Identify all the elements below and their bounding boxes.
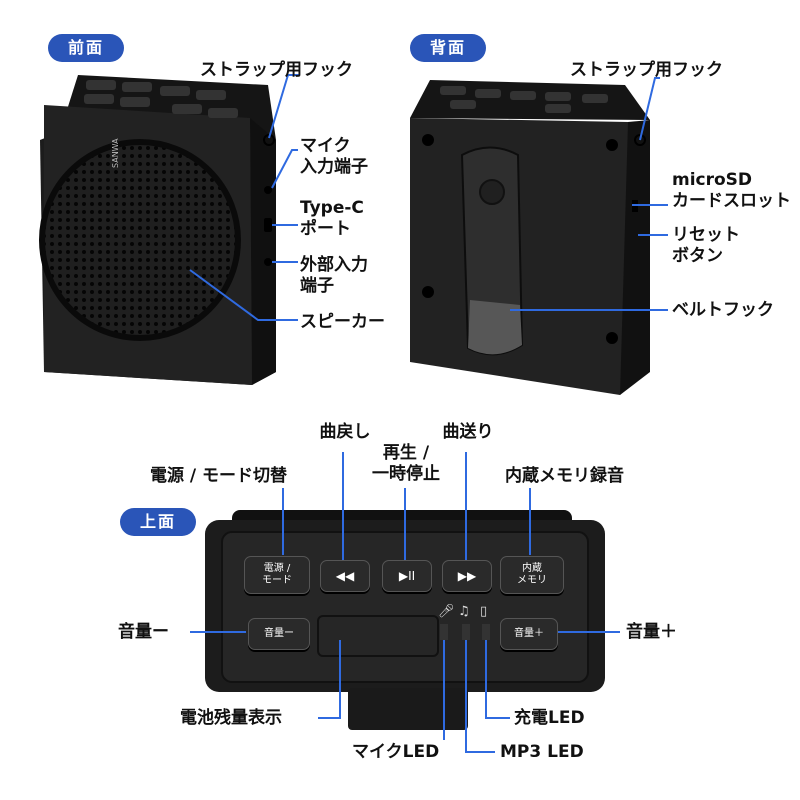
mic-icon: 🎤︎ (438, 604, 455, 619)
play-pause-label: 再生 / 一時停止 (372, 443, 440, 484)
play-pause-button[interactable]: ▶II (382, 560, 432, 592)
music-note-icon: ♫ (458, 604, 470, 619)
battery-icon: ▯ (480, 604, 488, 619)
microsd-slot-label: microSD カードスロット (672, 170, 791, 211)
top-view-badge: 上面 (120, 508, 196, 536)
charge-led-label: 充電LED (514, 708, 585, 728)
back-view-badge: 背面 (410, 34, 486, 62)
vol-down-button[interactable]: 音量ー (248, 618, 310, 650)
back-strap-hook-label: ストラップ用フック (570, 60, 723, 80)
internal-rec-label: 内蔵メモリ録音 (505, 466, 624, 486)
prev-track-label: 曲戻し (319, 422, 371, 442)
mp3-led-label: MP3 LED (500, 742, 584, 762)
vol-down-label: 音量ー (118, 622, 169, 642)
next-track-label: 曲送り (442, 422, 494, 442)
belt-hook-label: ベルトフック (672, 300, 774, 320)
power-mode-label: 電源 / モード切替 (150, 466, 288, 486)
external-input-label: 外部入力 端子 (300, 255, 368, 296)
front-device: SANWA (39, 75, 276, 385)
reset-button-label: リセット ボタン (672, 225, 740, 266)
battery-level-label: 電池残量表示 (180, 708, 282, 728)
type-c-port-label: Type-C ポート (300, 198, 364, 239)
power-mode-button[interactable]: 電源 / モード (244, 556, 310, 594)
mic-input-label: マイク 入力端子 (300, 136, 368, 177)
speaker-label: スピーカー (300, 312, 385, 332)
next-track-button[interactable]: ▶▶ (442, 560, 492, 592)
svg-text:SANWA: SANWA (111, 138, 120, 168)
vol-up-label: 音量＋ (626, 622, 677, 642)
front-view-badge: 前面 (48, 34, 124, 62)
internal-rec-button[interactable]: 内蔵 メモリ (500, 556, 564, 594)
back-device (410, 80, 650, 395)
front-strap-hook-label: ストラップ用フック (200, 60, 353, 80)
prev-track-button[interactable]: ◀◀ (320, 560, 370, 592)
mic-led-label: マイクLED (352, 742, 440, 762)
vol-up-button[interactable]: 音量＋ (500, 618, 558, 650)
